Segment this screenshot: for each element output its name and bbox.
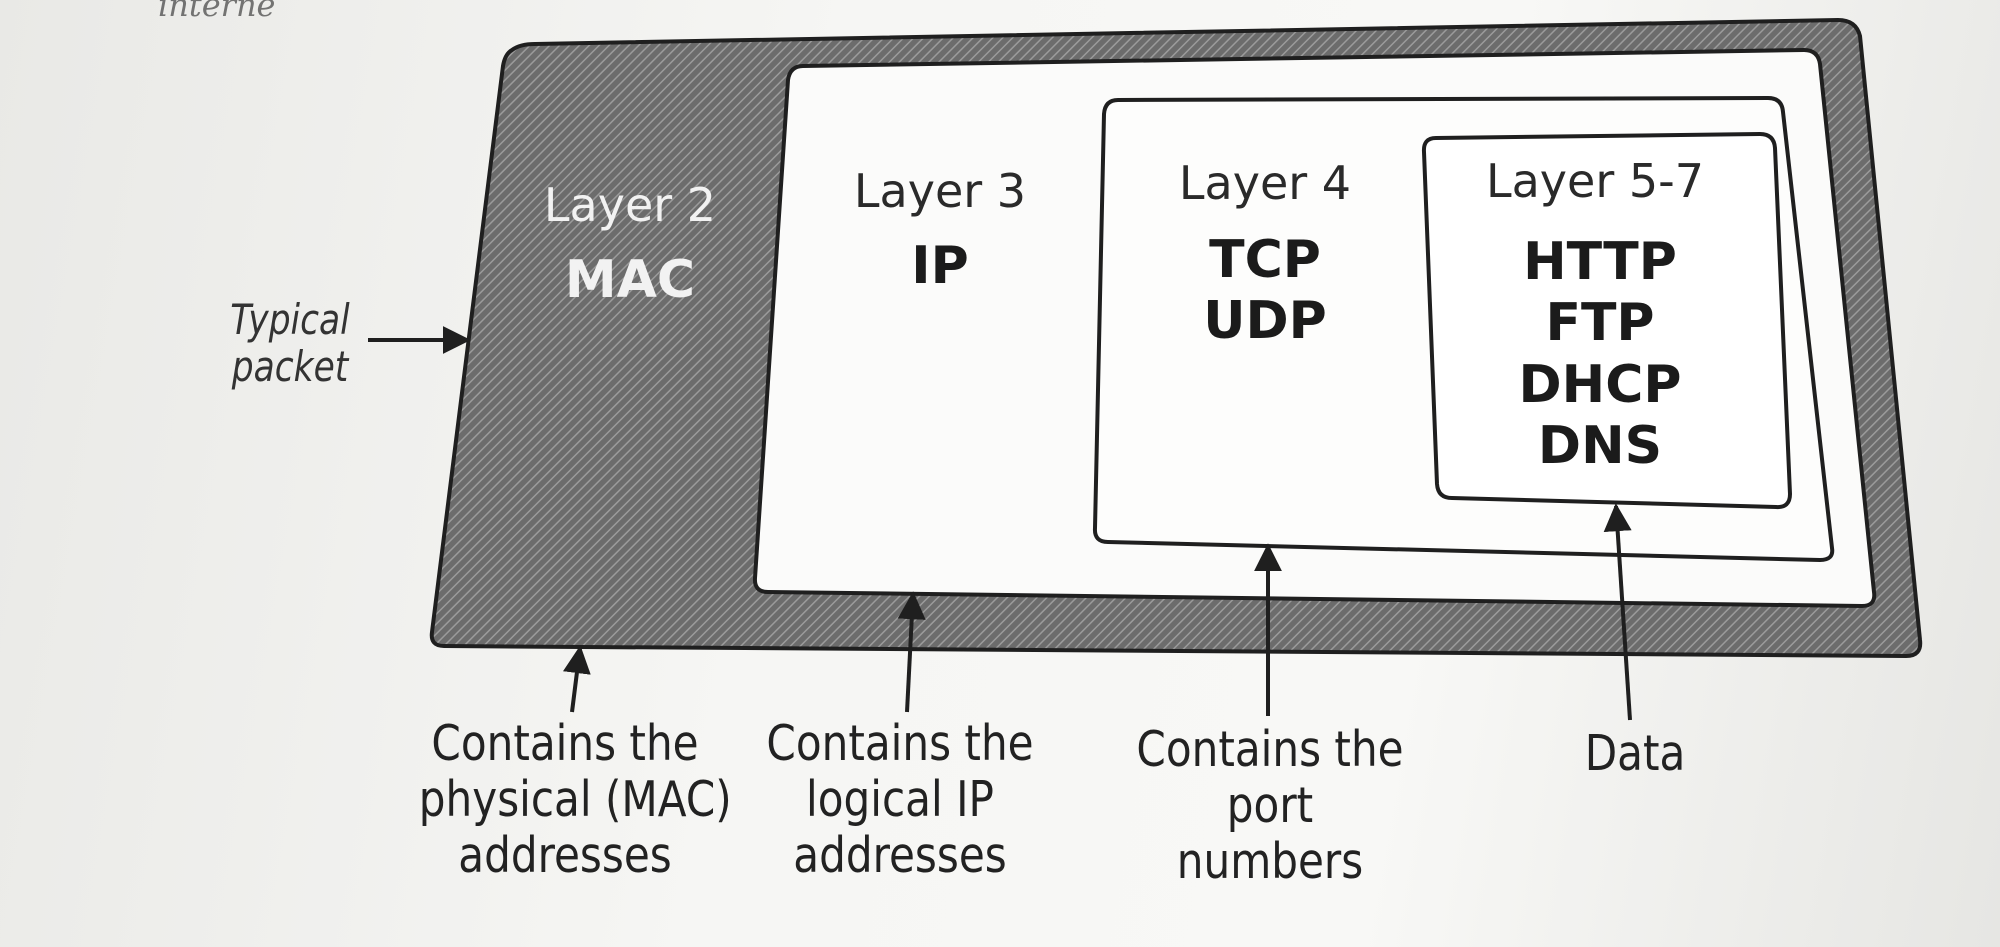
layer2-caption: Contains the physical (MAC) addresses bbox=[418, 715, 732, 884]
typical-packet-label: Typical packet bbox=[230, 295, 350, 392]
layer3-arrow bbox=[897, 591, 926, 713]
layer2-arrow bbox=[562, 645, 591, 713]
layer4-protocols: TCP UDP bbox=[1203, 230, 1327, 352]
layer3-caption: Contains the logical IP addresses bbox=[766, 715, 1034, 884]
layer57-protocols: HTTP FTP DHCP DNS bbox=[1518, 232, 1682, 477]
layer4-caption: Contains the port numbers bbox=[1136, 721, 1404, 890]
layer57-arrow bbox=[1603, 503, 1632, 721]
layer57-box bbox=[1421, 131, 1793, 510]
layer57-heading: Layer 5-7 bbox=[1485, 154, 1704, 208]
layer57-caption: Data bbox=[1584, 725, 1686, 782]
layer3-protocols: IP bbox=[911, 236, 969, 296]
layer2-heading: Layer 2 bbox=[543, 178, 717, 232]
cut-off-text: interne bbox=[158, 0, 276, 24]
layer2-protocols: MAC bbox=[564, 250, 696, 310]
layer4-heading: Layer 4 bbox=[1178, 156, 1352, 210]
layer3-heading: Layer 3 bbox=[853, 164, 1027, 218]
